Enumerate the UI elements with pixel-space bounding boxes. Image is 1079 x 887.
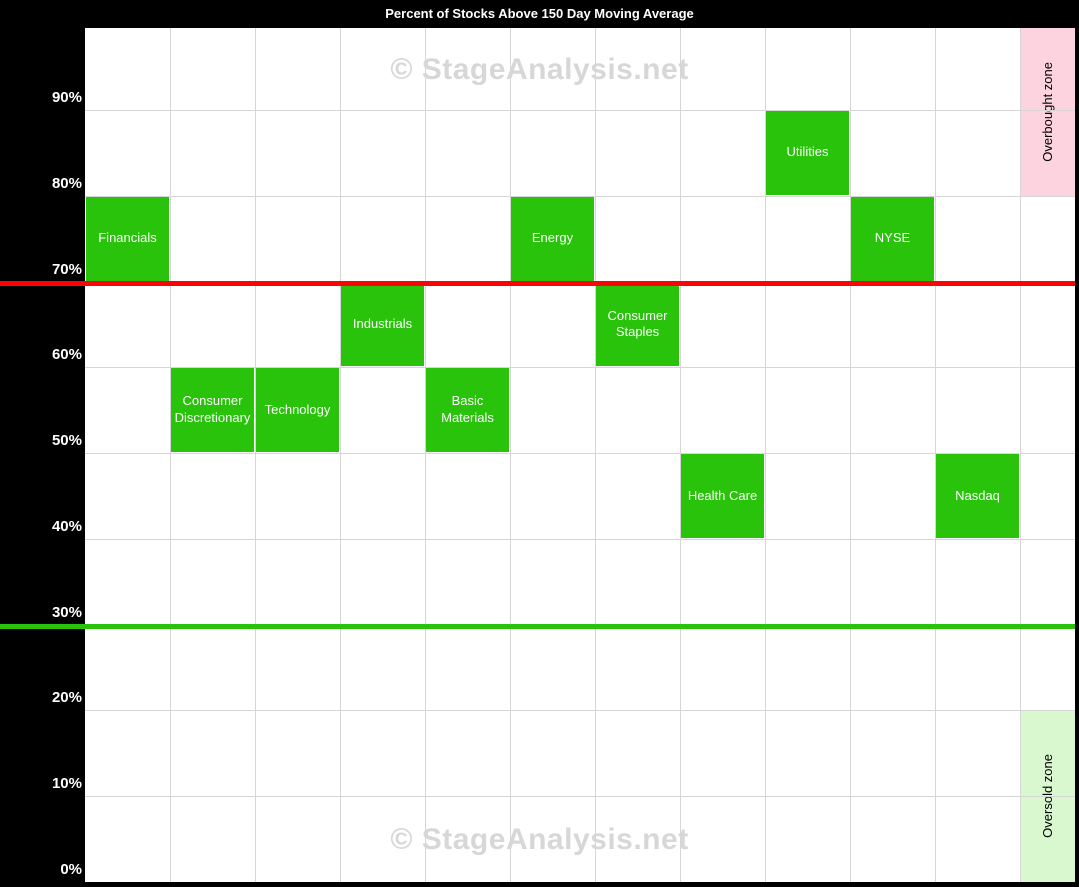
h-gridline [85,110,1075,111]
sector-box-label: Consumer Staples [607,307,668,340]
watermark-top: © StageAnalysis.net [390,53,689,86]
plot-area [85,28,1075,882]
y-axis-tick-label: 40% [51,517,82,535]
y-axis-tick-label: 0% [60,861,82,878]
overbought-threshold-line [0,280,1075,286]
sector-box-health-care: Health Care [681,454,764,538]
v-gridline [425,28,426,882]
v-gridline [595,28,596,882]
sector-box-consumer-discretionary: Consumer Discretionary [171,368,254,453]
v-gridline [255,28,256,882]
sector-box-label: Financials [98,230,157,246]
y-axis-tick-label: 90% [51,89,82,106]
y-axis-tick-label: 30% [51,603,82,621]
sector-box-basic-materials: Basic Materials [426,368,509,453]
overbought-zone: Overbought zone [1020,28,1075,196]
oversold-threshold-line [0,623,1075,629]
sector-box-energy: Energy [511,196,594,281]
sector-box-label: Health Care [687,487,758,503]
h-gridline [85,195,1075,197]
sector-box-utilities: Utilities [766,111,849,195]
sector-box-consumer-staples: Consumer Staples [596,282,679,367]
v-gridline [850,28,851,882]
sector-box-label: Industrials [352,315,413,331]
v-gridline [1020,28,1021,882]
sector-box-label: Basic Materials [441,393,494,426]
y-axis-tick-label: 20% [51,689,82,707]
h-gridline [85,367,1075,369]
sector-box-label: Utilities [786,144,829,160]
sector-box-label: Nasdaq [955,487,1000,503]
v-gridline [680,28,681,882]
y-axis-tick-label: 80% [51,174,82,192]
h-gridline [85,796,1075,798]
h-gridline [85,453,1075,455]
overbought-zone-label: Overbought zone [1040,62,1055,162]
sector-box-industrials: Industrials [341,282,424,367]
oversold-zone: Oversold zone [1020,710,1075,882]
sector-box-nasdaq: Nasdaq [936,454,1019,538]
sector-box-label: NYSE [874,230,911,246]
watermark-bottom: © StageAnalysis.net [390,823,689,856]
h-gridline [85,538,1075,540]
v-gridline [170,28,171,882]
sector-box-technology: Technology [256,368,339,453]
sector-box-financials: Financials [86,196,169,281]
v-gridline [765,28,766,882]
v-gridline [510,28,511,882]
y-axis-tick-label: 70% [51,260,82,278]
y-axis-tick-label: 10% [51,775,82,793]
y-axis-tick-label: 60% [51,346,82,364]
chart-title: Percent of Stocks Above 150 Day Moving A… [385,6,694,21]
v-gridline [340,28,341,882]
sector-box-label: Technology [264,401,331,417]
v-gridline [935,28,936,882]
h-gridline [85,710,1075,712]
y-axis-tick-label: 50% [51,432,82,450]
sector-box-label: Consumer Discretionary [174,393,251,426]
sector-box-label: Energy [531,230,574,246]
sector-box-nyse: NYSE [851,196,934,281]
